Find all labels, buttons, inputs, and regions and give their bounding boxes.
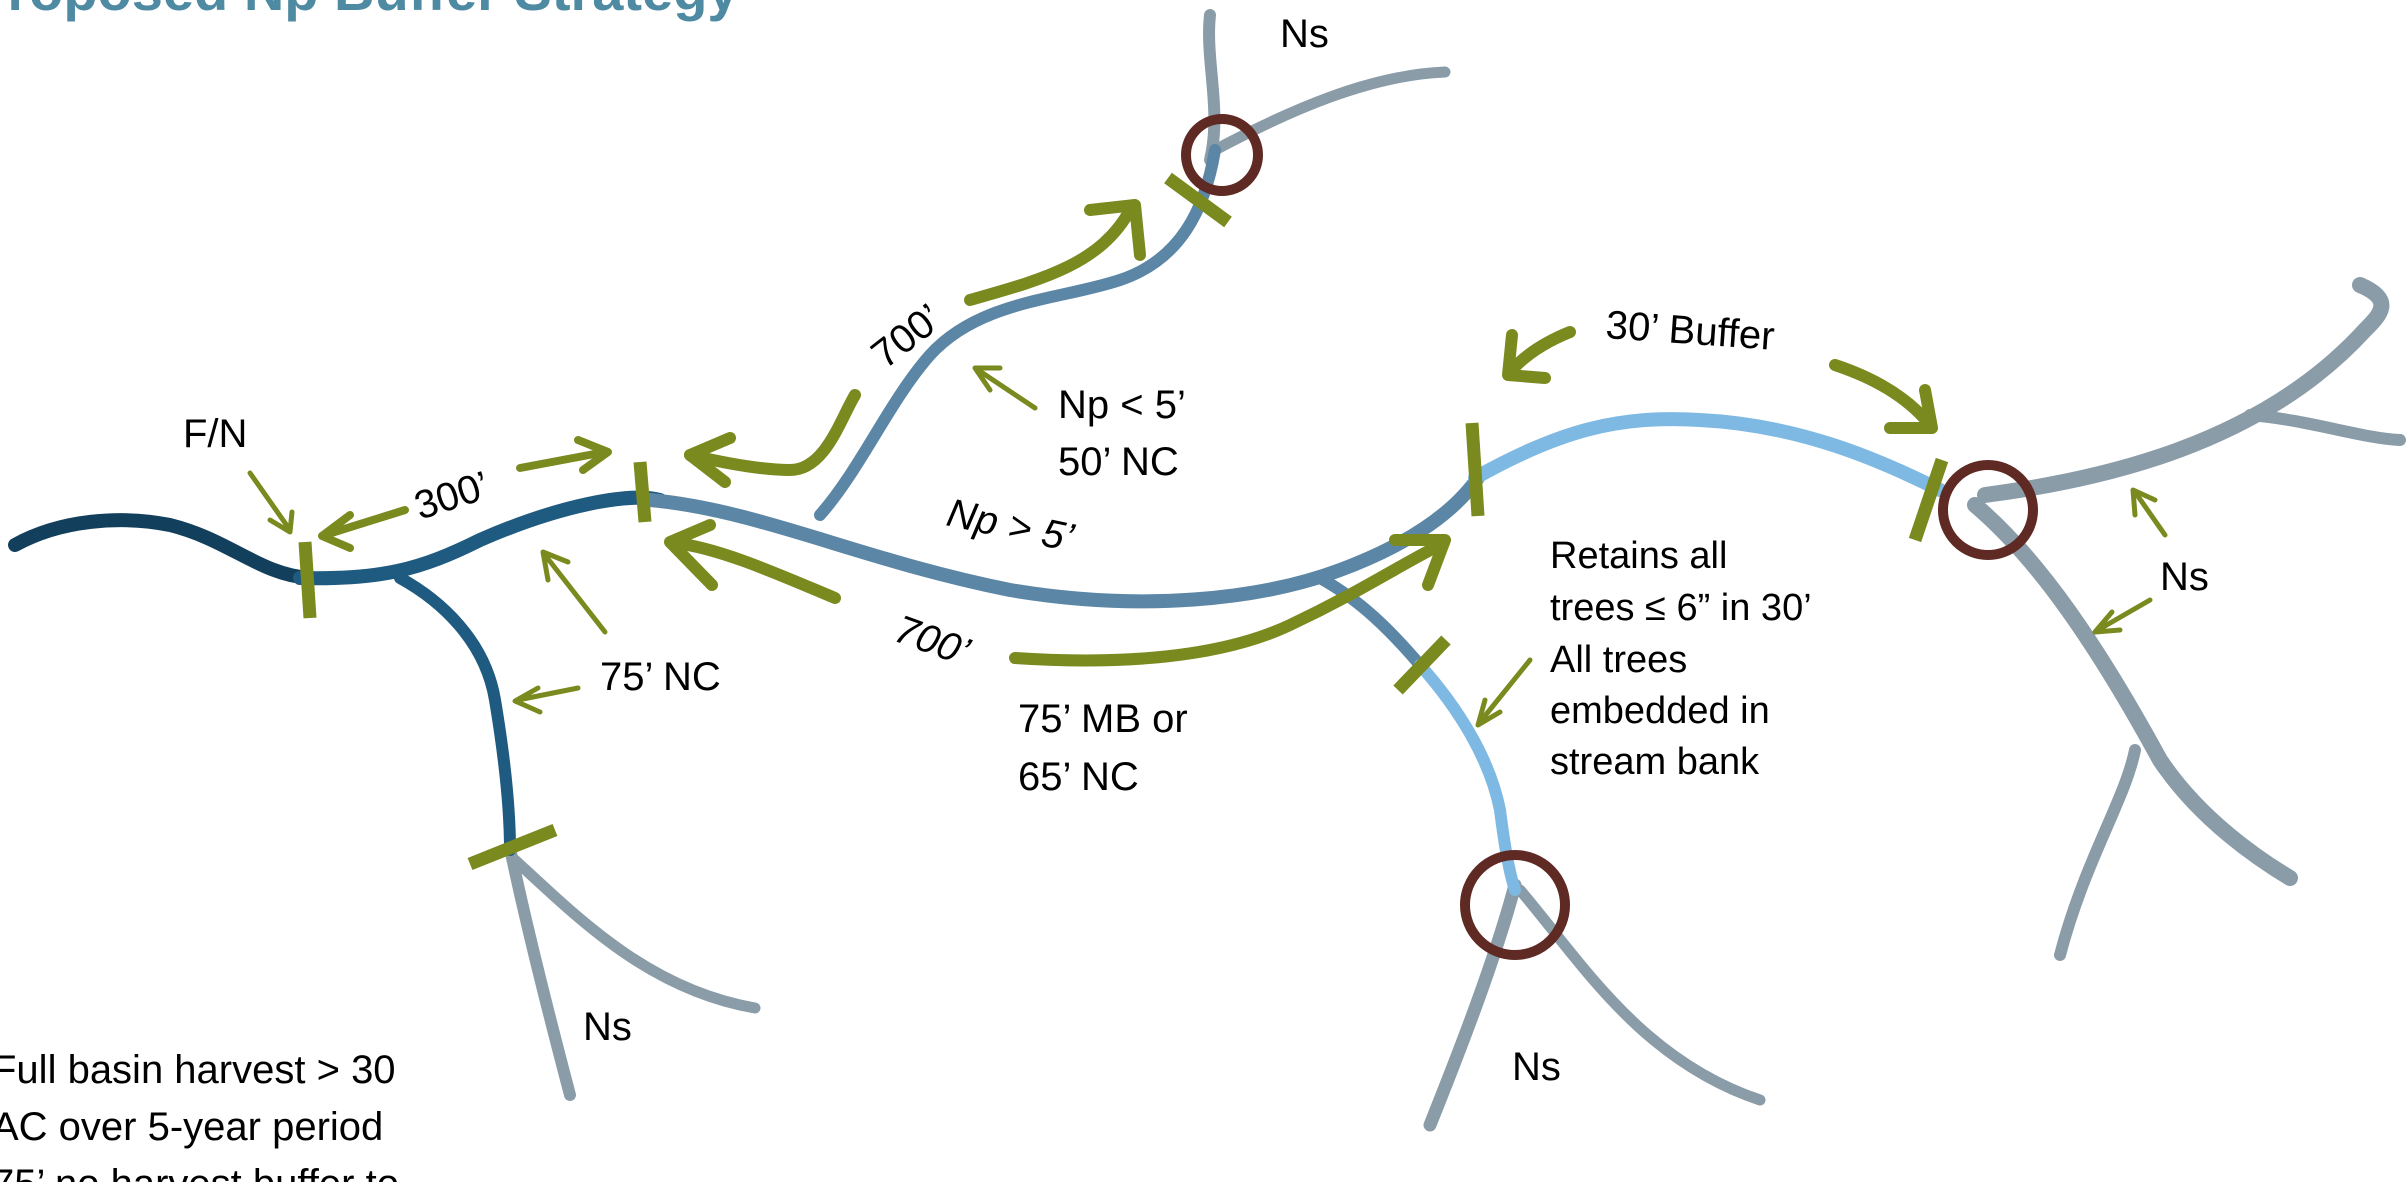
ns-stream-bottom-center-a — [1423, 878, 1522, 1132]
ns-stream-right-branch — [2244, 409, 2406, 446]
arrow-700-upper-return-shaft — [684, 389, 861, 476]
left-tributary — [394, 572, 516, 856]
label-ns-bottom-left: Ns — [583, 1005, 632, 1049]
arrow-700-lower-head — [1389, 534, 1451, 591]
label-full-basin-3: 75’ no harvest buffer to — [0, 1162, 399, 1182]
label-full-basin-1: Full basin harvest > 30 — [0, 1048, 396, 1092]
label-retains-4: embedded in — [1550, 690, 1770, 732]
ns-stream-right-lower-branch — [2054, 744, 2141, 961]
lower-tributary-np — [1314, 572, 1426, 671]
main-streams — [8, 144, 1947, 896]
label-30-buffer: 30’ Buffer — [1604, 303, 1776, 359]
light-stream-segment — [1468, 412, 1947, 497]
ns-tributaries — [504, 9, 2406, 1132]
label-75-mb: 75’ MB or — [1018, 697, 1188, 741]
label-retains-3: All trees — [1550, 639, 1687, 681]
fn-stream-dark — [8, 513, 317, 585]
ns-stream-bottom-left-b — [509, 854, 761, 1014]
pointer-fn — [247, 470, 295, 535]
pointer-ns-upper — [2130, 487, 2168, 538]
ns-stream-right-main — [1977, 277, 2390, 503]
ring-bottom — [1460, 850, 1570, 960]
pointer-75-nc-left — [512, 685, 581, 715]
arrow-30-buffer-left-shaft — [1504, 326, 1576, 378]
boundary-markers — [298, 172, 1949, 871]
main-stream-mid — [293, 490, 667, 586]
boundary-bar-lower-trib — [1393, 635, 1451, 695]
arrow-700-lower-shaft — [1009, 539, 1446, 667]
ns-stream-right-lower — [1967, 497, 2298, 886]
pointer-np-lt5 — [972, 365, 1038, 411]
boundary-bar-fn — [298, 541, 317, 619]
boundary-bar-right — [1908, 457, 1949, 543]
ns-stream-bottom-center-b — [1514, 884, 1766, 1106]
label-700-lower: 700’ — [889, 607, 976, 675]
label-700-upper: 700’ — [863, 296, 950, 377]
label-ns-top: Ns — [1280, 12, 1329, 56]
label-retains-1: Retains all — [1550, 535, 1727, 577]
label-65-nc: 65’ NC — [1018, 755, 1139, 799]
lower-tributary-light — [1414, 659, 1521, 896]
label-75-nc: 75’ NC — [600, 655, 721, 699]
boundary-bar-light-start — [1465, 422, 1485, 517]
label-retains-2: trees ≤ 6” in 30’ — [1550, 587, 1812, 629]
ns-stream-top-right — [1209, 66, 1451, 156]
ring-right — [1938, 460, 2038, 560]
arrow-np-gt5-shaft — [669, 537, 841, 604]
labels: Ns F/N 300’ 700’ Np < 5’ 50’ NC Np > 5’ … — [0, 12, 2209, 1182]
pointer-ns-lower — [2092, 597, 2153, 635]
upper-np-tributary — [814, 144, 1221, 521]
arrow-30-buffer-right-head — [1884, 384, 1938, 434]
arrow-np-gt5-head — [664, 519, 718, 591]
label-50-nc: 50’ NC — [1058, 440, 1179, 484]
label-ns-bottom-center: Ns — [1512, 1045, 1561, 1089]
ns-junction-rings — [1181, 114, 2038, 960]
arrow-30-buffer-left-head — [1502, 329, 1551, 384]
ns-stream-bottom-left-a — [504, 842, 576, 1101]
arrow-300-left — [318, 506, 409, 552]
boundary-bar-300 — [633, 461, 652, 523]
label-300: 300’ — [409, 463, 495, 528]
boundary-bar-left-trib — [467, 823, 558, 871]
label-full-basin-2: AC over 5-year period — [0, 1105, 383, 1149]
ns-stream-top — [1203, 9, 1221, 166]
green-arrows — [247, 199, 2168, 728]
diagram-title: Proposed Np Buffer Strategy — [0, 0, 739, 22]
arrow-700-upper-head — [1084, 199, 1146, 261]
arrow-700-upper-return-head — [684, 432, 736, 488]
label-fn: F/N — [183, 412, 247, 456]
boundary-bar-upper — [1164, 172, 1232, 228]
arrow-300-right — [516, 436, 612, 474]
arrow-700-upper-shaft — [964, 204, 1136, 306]
label-ns-right: Ns — [2160, 555, 2209, 599]
label-np-lt5: Np < 5’ — [1058, 383, 1186, 427]
arrow-30-buffer-right-shaft — [1829, 359, 1936, 431]
label-np-gt5: Np > 5’ — [943, 491, 1078, 561]
ring-top — [1181, 114, 1263, 196]
pointer-75-nc-up — [540, 549, 608, 635]
label-retains-5: stream bank — [1550, 741, 1760, 783]
pointer-retains — [1475, 657, 1533, 728]
